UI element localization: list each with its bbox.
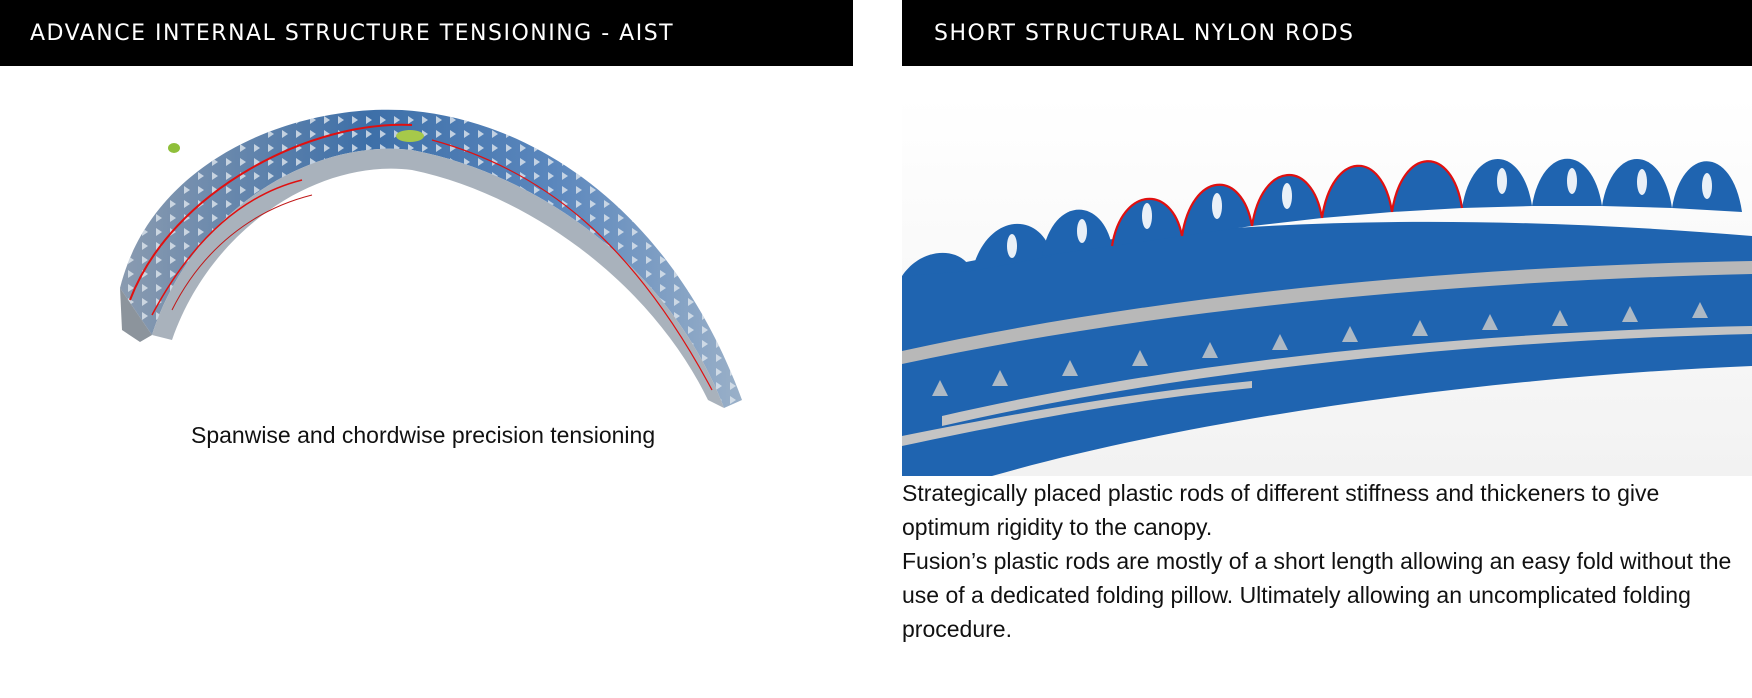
- nylon-rods-paragraph-2: Fusion’s plastic rods are mostly of a sh…: [902, 548, 1732, 642]
- nylon-rods-header: SHORT STRUCTURAL NYLON RODS: [902, 0, 1752, 66]
- nylon-rods-paragraph-1: Strategically placed plastic rods of dif…: [902, 480, 1660, 540]
- aist-caption: Spanwise and chordwise precision tension…: [191, 422, 656, 448]
- nylon-rods-image: [902, 96, 1752, 476]
- paraglider-wing-image: [120, 109, 742, 409]
- nylon-rods-title: SHORT STRUCTURAL NYLON RODS: [934, 20, 1355, 46]
- aist-header: ADVANCE INTERNAL STRUCTURE TENSIONING - …: [0, 0, 853, 66]
- nylon-rods-description: Strategically placed plastic rods of dif…: [902, 476, 1752, 646]
- aist-title: ADVANCE INTERNAL STRUCTURE TENSIONING - …: [30, 20, 675, 46]
